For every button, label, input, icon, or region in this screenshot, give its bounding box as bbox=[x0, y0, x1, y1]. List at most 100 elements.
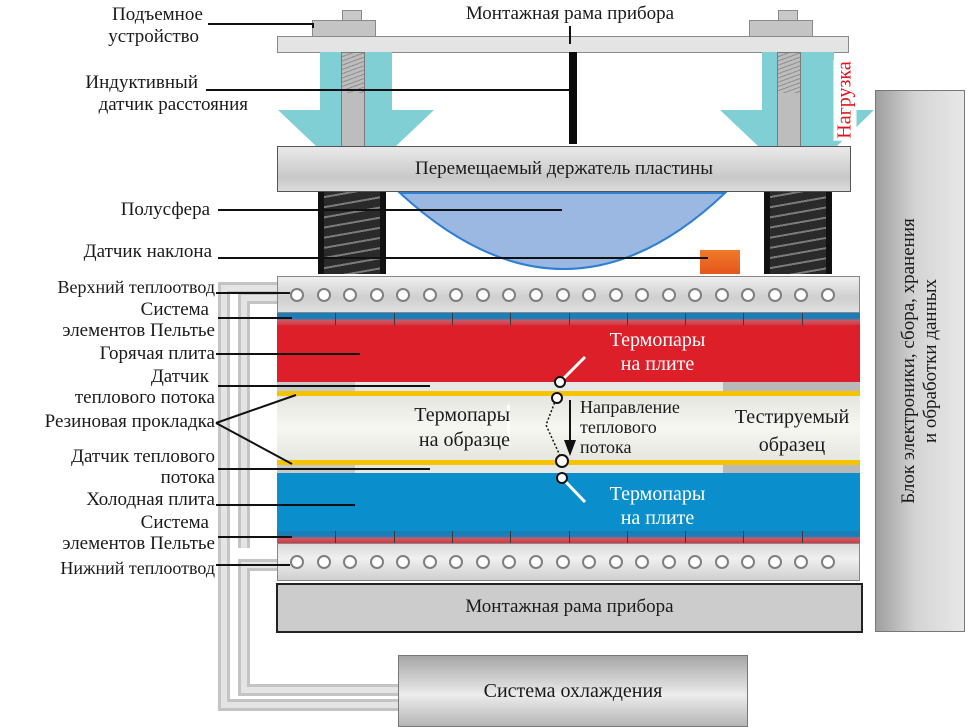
heatsink-hole bbox=[741, 287, 756, 302]
heatsink-hole bbox=[767, 287, 782, 302]
frame-label-tick bbox=[569, 26, 571, 44]
label-heat-flux-sensor-lower: Датчик теплового потока bbox=[0, 446, 215, 488]
heatsink-hole bbox=[555, 287, 570, 302]
upper-heatsink bbox=[277, 276, 860, 313]
label-test-sample: Тестируемый образец bbox=[722, 403, 862, 459]
sample-thermocouple-marker bbox=[507, 405, 510, 445]
label-heat-flux-sensor-upper: Датчик теплового потока bbox=[0, 366, 215, 408]
heat-flow-arrow-head bbox=[564, 440, 576, 456]
inductive-sensor-rod bbox=[569, 52, 577, 144]
heatsink-hole bbox=[343, 287, 358, 302]
heatsink-hole bbox=[794, 555, 809, 569]
heatsink-hole bbox=[422, 287, 437, 302]
heatsink-hole bbox=[475, 287, 490, 302]
label-peltier-upper-line2: элементов Пельтье bbox=[62, 320, 215, 341]
cooling-pipe-upper-inner-core bbox=[241, 295, 277, 548]
heatsink-hole bbox=[422, 555, 437, 569]
peltier-segment-divider bbox=[335, 313, 336, 325]
label-inductive-sensor: Индуктивный датчик расстояния bbox=[0, 72, 248, 116]
thermocouple-hot-plate-point bbox=[554, 376, 566, 388]
peltier-segment-divider bbox=[394, 313, 395, 325]
label-cold-plate: Холодная плита bbox=[86, 489, 215, 510]
label-thermocouples-sample-line2: на образце bbox=[418, 429, 510, 451]
label-thermocouples-hot-plate-line1: Термопары bbox=[609, 329, 706, 351]
label-peltier-lower: Система элементов Пельтье bbox=[0, 512, 215, 554]
label-peltier-lower-line2: элементов Пельтье bbox=[62, 533, 215, 554]
hemisphere bbox=[397, 192, 728, 270]
cooling-system-label: Система охлаждения bbox=[483, 680, 663, 702]
heatsink-hole bbox=[369, 555, 384, 569]
top-mounting-frame bbox=[277, 36, 849, 53]
electronics-unit: Блок электроники, сбора, хранения и обра… bbox=[875, 90, 965, 632]
label-lifting-device: Подъемное устройство bbox=[0, 4, 203, 48]
peltier-segment-divider bbox=[394, 531, 395, 543]
label-thermocouples-hot-plate: Термопары на плите bbox=[585, 328, 730, 376]
upper-rubber-gasket bbox=[277, 391, 860, 396]
lower-heatsink bbox=[277, 543, 860, 581]
peltier-segment-divider bbox=[802, 313, 803, 325]
label-thermocouples-cold-plate-line1: Термопары bbox=[609, 483, 706, 505]
label-heat-flux-sensor-lower-line1: Датчик теплового bbox=[71, 446, 215, 467]
heatsink-hole bbox=[688, 555, 703, 569]
label-heat-flow-direction-line3: потока bbox=[580, 437, 632, 457]
label-peltier-upper: Система элементов Пельтье bbox=[0, 299, 215, 341]
heatsink-hole bbox=[290, 287, 305, 302]
peltier-segment-divider bbox=[685, 313, 686, 325]
lower-peltier-elements bbox=[277, 531, 860, 543]
label-thermocouples-hot-plate-line2: на плите bbox=[620, 353, 695, 375]
screw-rod-right bbox=[777, 52, 801, 150]
movable-holder-label: Перемещаемый держатель пластины bbox=[415, 158, 713, 179]
cooling-system bbox=[398, 655, 748, 727]
label-inductive-sensor-line2: датчик расстояния bbox=[98, 94, 248, 115]
peltier-segment-divider bbox=[627, 531, 628, 543]
cooling-pipe-outer-core bbox=[221, 285, 398, 708]
peltier-segment-divider bbox=[510, 313, 511, 325]
leader-gasket-upper bbox=[215, 394, 297, 424]
heatsink-hole bbox=[608, 555, 623, 569]
heatsink-hole bbox=[396, 555, 411, 569]
heatsink-hole bbox=[635, 287, 650, 302]
thermocouple-sample-lower-point bbox=[555, 454, 569, 468]
tilt-sensor bbox=[700, 250, 740, 274]
heatsink-hole bbox=[661, 555, 676, 569]
heatsink-hole bbox=[290, 555, 305, 569]
label-inductive-sensor-line1: Индуктивный bbox=[85, 72, 198, 93]
label-thermocouples-sample: Термопары на образце bbox=[400, 403, 510, 453]
peltier-segment-divider bbox=[452, 531, 453, 543]
lower-heat-flux-sensor bbox=[277, 465, 860, 473]
heatsink-hole bbox=[449, 287, 464, 302]
top-mounting-frame-label: Монтажная рама прибора bbox=[465, 3, 675, 24]
label-heat-flow-direction-line2: теплового bbox=[580, 417, 657, 437]
bottom-mounting-frame-label: Монтажная рама прибора bbox=[465, 596, 674, 617]
heatsink-hole bbox=[316, 287, 331, 302]
heatsink-hole bbox=[714, 287, 729, 302]
heatsink-hole bbox=[688, 287, 703, 302]
label-peltier-upper-line1: Система bbox=[140, 299, 209, 320]
heatsink-hole bbox=[528, 287, 543, 302]
peltier-segment-divider bbox=[802, 531, 803, 543]
label-thermocouples-sample-line1: Термопары bbox=[414, 404, 510, 426]
label-test-sample-line1: Тестируемый bbox=[734, 406, 850, 428]
label-heat-flow-direction: Направление теплового потока bbox=[580, 397, 720, 457]
spring-right bbox=[764, 192, 832, 274]
label-heat-flux-sensor-lower-line2: потока bbox=[160, 467, 215, 488]
label-tilt-sensor: Датчик наклона bbox=[83, 241, 212, 262]
peltier-segment-divider bbox=[743, 531, 744, 543]
leader-gasket-lower bbox=[215, 422, 293, 465]
heatsink-hole bbox=[635, 555, 650, 569]
thermocouple-cold-plate-point bbox=[556, 472, 568, 484]
heatsink-hole bbox=[661, 287, 676, 302]
label-thermocouples-cold-plate-line2: на плите bbox=[620, 507, 695, 529]
label-heat-flux-sensor-upper-line1: Датчик bbox=[150, 366, 209, 387]
label-heat-flow-direction-line1: Направление bbox=[580, 397, 680, 417]
heatsink-hole bbox=[449, 555, 464, 569]
screw-rod-left bbox=[341, 52, 365, 150]
peltier-segment-divider bbox=[743, 313, 744, 325]
label-thermocouples-cold-plate: Термопары на плите bbox=[585, 482, 730, 530]
heatsink-hole bbox=[582, 287, 597, 302]
thermocouple-sample-wire bbox=[545, 398, 563, 461]
peltier-segment-divider bbox=[569, 313, 570, 325]
